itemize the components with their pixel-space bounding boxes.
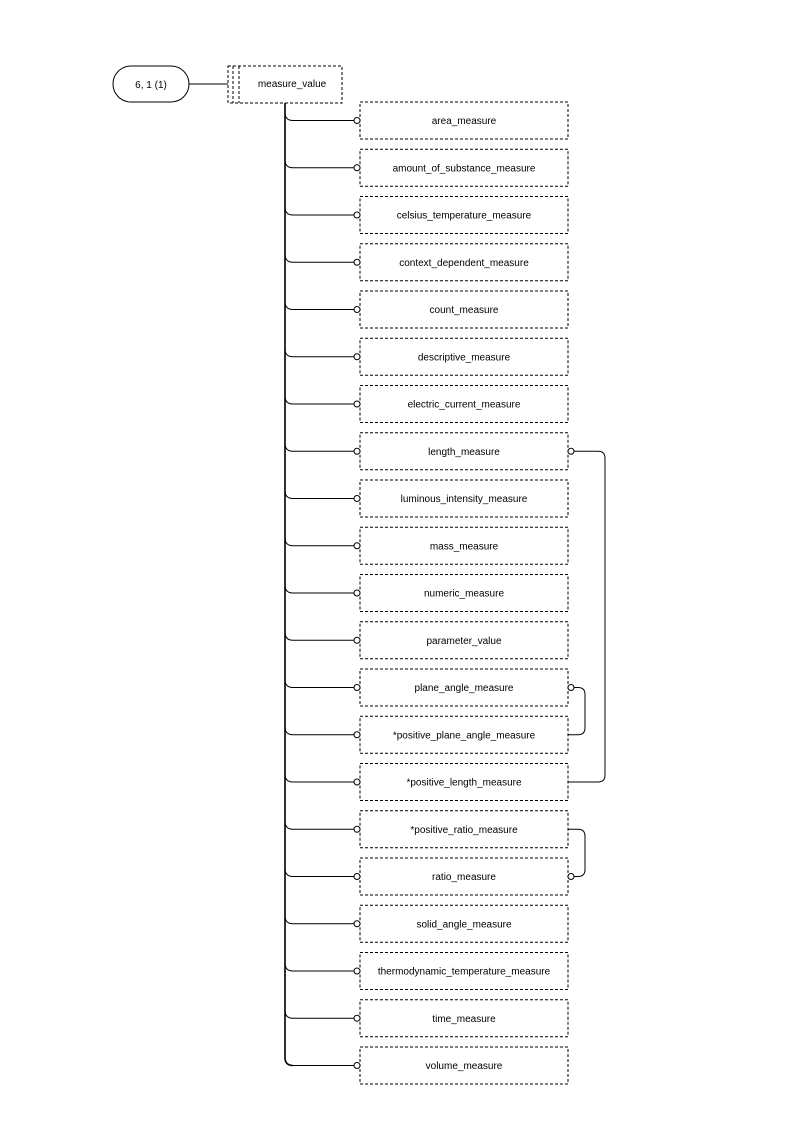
type-box-label: parameter_value: [426, 636, 501, 647]
type-box-label: length_measure: [428, 447, 500, 458]
type-box-label: *positive_plane_angle_measure: [393, 730, 536, 741]
type-box-amount-of-substance-measure[interactable]: amount_of_substance_measure: [359, 148, 569, 187]
branch-connector-circle: [353, 353, 361, 361]
type-box-plane-angle-measure[interactable]: plane_angle_measure: [359, 668, 569, 707]
branch-line: [284, 537, 357, 547]
branch-connector-circle: [353, 164, 361, 172]
branch-connector-circle: [353, 589, 361, 597]
branch-line: [284, 443, 357, 452]
type-box-label: *positive_length_measure: [406, 778, 522, 789]
type-box-area-measure[interactable]: area_measure: [359, 101, 569, 140]
root-type-box[interactable]: measure_value: [227, 65, 343, 104]
root-type-label: measure_value: [258, 79, 327, 90]
branch-connector-circle: [353, 400, 361, 408]
type-box-label: time_measure: [432, 1014, 496, 1025]
branch-line: [284, 490, 357, 499]
branch-connector-circle: [353, 967, 361, 975]
branch-connector-circle: [353, 778, 361, 786]
type-box-numeric-measure[interactable]: numeric_measure: [359, 574, 569, 612]
type-box-celsius-temperature-measure[interactable]: celsius_temperature_measure: [359, 196, 569, 234]
branch-connector-circle: [353, 117, 361, 124]
type-box-label: celsius_temperature_measure: [397, 211, 532, 222]
subtype-link-positive-ratio-measure: [567, 828, 586, 880]
type-box-label: *positive_ratio_measure: [410, 825, 518, 836]
subtype-link-circle: [567, 684, 575, 691]
branch-connector-circle: [353, 636, 361, 644]
branch-line: [284, 821, 357, 830]
type-box-parameter-value[interactable]: parameter_value: [359, 621, 569, 660]
type-box-context-dependent-measure[interactable]: context_dependent_measure: [359, 243, 569, 282]
branch-line: [284, 679, 357, 688]
branch-line: [284, 112, 357, 121]
branch-connector-circle: [353, 1014, 361, 1022]
branch-connector-circle: [353, 306, 361, 313]
branch-connector-circle: [353, 920, 361, 928]
type-box-label: area_measure: [432, 116, 497, 127]
type-box-solid-angle-measure[interactable]: solid_angle_measure: [359, 904, 569, 943]
subtype-link-circle: [567, 447, 575, 455]
branch-connector-circle: [353, 684, 361, 691]
branch-line: [284, 348, 357, 358]
subtype-link-positive-length-measure: [567, 447, 606, 783]
branch-line: [284, 301, 357, 310]
branch-connector-circle: [353, 211, 361, 219]
type-box-label: electric_current_measure: [408, 400, 521, 411]
type-box-label: count_measure: [430, 305, 499, 316]
type-box-positive-plane-angle-measure[interactable]: *positive_plane_angle_measure: [359, 715, 569, 754]
page-reference[interactable]: 6, 1 (1): [112, 65, 190, 103]
branch-connector-circle: [353, 825, 361, 833]
trunk-line: [284, 103, 294, 1067]
type-box-volume-measure[interactable]: volume_measure: [359, 1046, 569, 1085]
type-box-mass-measure[interactable]: mass_measure: [359, 526, 569, 565]
branch-line: [284, 962, 357, 972]
trunk-layer: [284, 103, 361, 1069]
type-box-label: volume_measure: [426, 1061, 503, 1072]
type-box-label: numeric_measure: [424, 589, 504, 600]
type-box-label: luminous_intensity_measure: [401, 494, 528, 505]
subtype-links-layer: [567, 447, 606, 880]
branch-line: [284, 584, 357, 594]
type-box-label: descriptive_measure: [418, 352, 511, 363]
type-box-luminous-intensity-measure[interactable]: luminous_intensity_measure: [359, 479, 569, 518]
subtype-link-positive-plane-angle-measure: [567, 684, 586, 736]
type-box-count-measure[interactable]: count_measure: [359, 290, 569, 329]
type-box-label: solid_angle_measure: [416, 919, 512, 930]
type-box-positive-ratio-measure[interactable]: *positive_ratio_measure: [359, 810, 569, 849]
branch-connector-circle: [353, 495, 361, 502]
branch-line: [284, 254, 357, 263]
branch-line: [284, 915, 357, 925]
type-box-label: mass_measure: [430, 541, 499, 552]
type-box-label: plane_angle_measure: [415, 683, 514, 694]
type-box-label: context_dependent_measure: [399, 258, 529, 269]
type-box-label: amount_of_substance_measure: [393, 163, 536, 174]
branch-line: [284, 395, 357, 405]
branch-connector-circle: [353, 1062, 361, 1069]
branch-line: [284, 868, 357, 877]
branch-line: [284, 159, 357, 169]
type-box-length-measure[interactable]: length_measure: [359, 432, 569, 471]
branch-connector-circle: [353, 542, 361, 550]
type-box-label: thermodynamic_temperature_measure: [378, 967, 551, 978]
type-box-thermodynamic-temperature-measure[interactable]: thermodynamic_temperature_measure: [359, 952, 569, 990]
branch-line: [284, 1010, 357, 1019]
type-box-positive-length-measure[interactable]: *positive_length_measure: [359, 763, 569, 801]
type-box-time-measure[interactable]: time_measure: [359, 999, 569, 1038]
members-layer: area_measure amount_of_substance_measurec…: [359, 101, 569, 1085]
branch-connector-circle: [353, 447, 361, 455]
subtype-link-circle: [567, 873, 575, 880]
branch-line: [284, 632, 357, 641]
branch-line: [284, 773, 357, 783]
type-box-ratio-measure[interactable]: ratio_measure: [359, 857, 569, 896]
branch-connector-circle: [353, 258, 361, 266]
type-box-label: ratio_measure: [432, 872, 496, 883]
branch-connector-circle: [353, 731, 361, 739]
branch-line: [284, 726, 357, 736]
branch-line: [284, 206, 357, 216]
type-box-descriptive-measure[interactable]: descriptive_measure: [359, 337, 569, 376]
page-reference-label: 6, 1 (1): [135, 80, 167, 91]
branch-connector-circle: [353, 873, 361, 880]
type-box-electric-current-measure[interactable]: electric_current_measure: [359, 385, 569, 423]
